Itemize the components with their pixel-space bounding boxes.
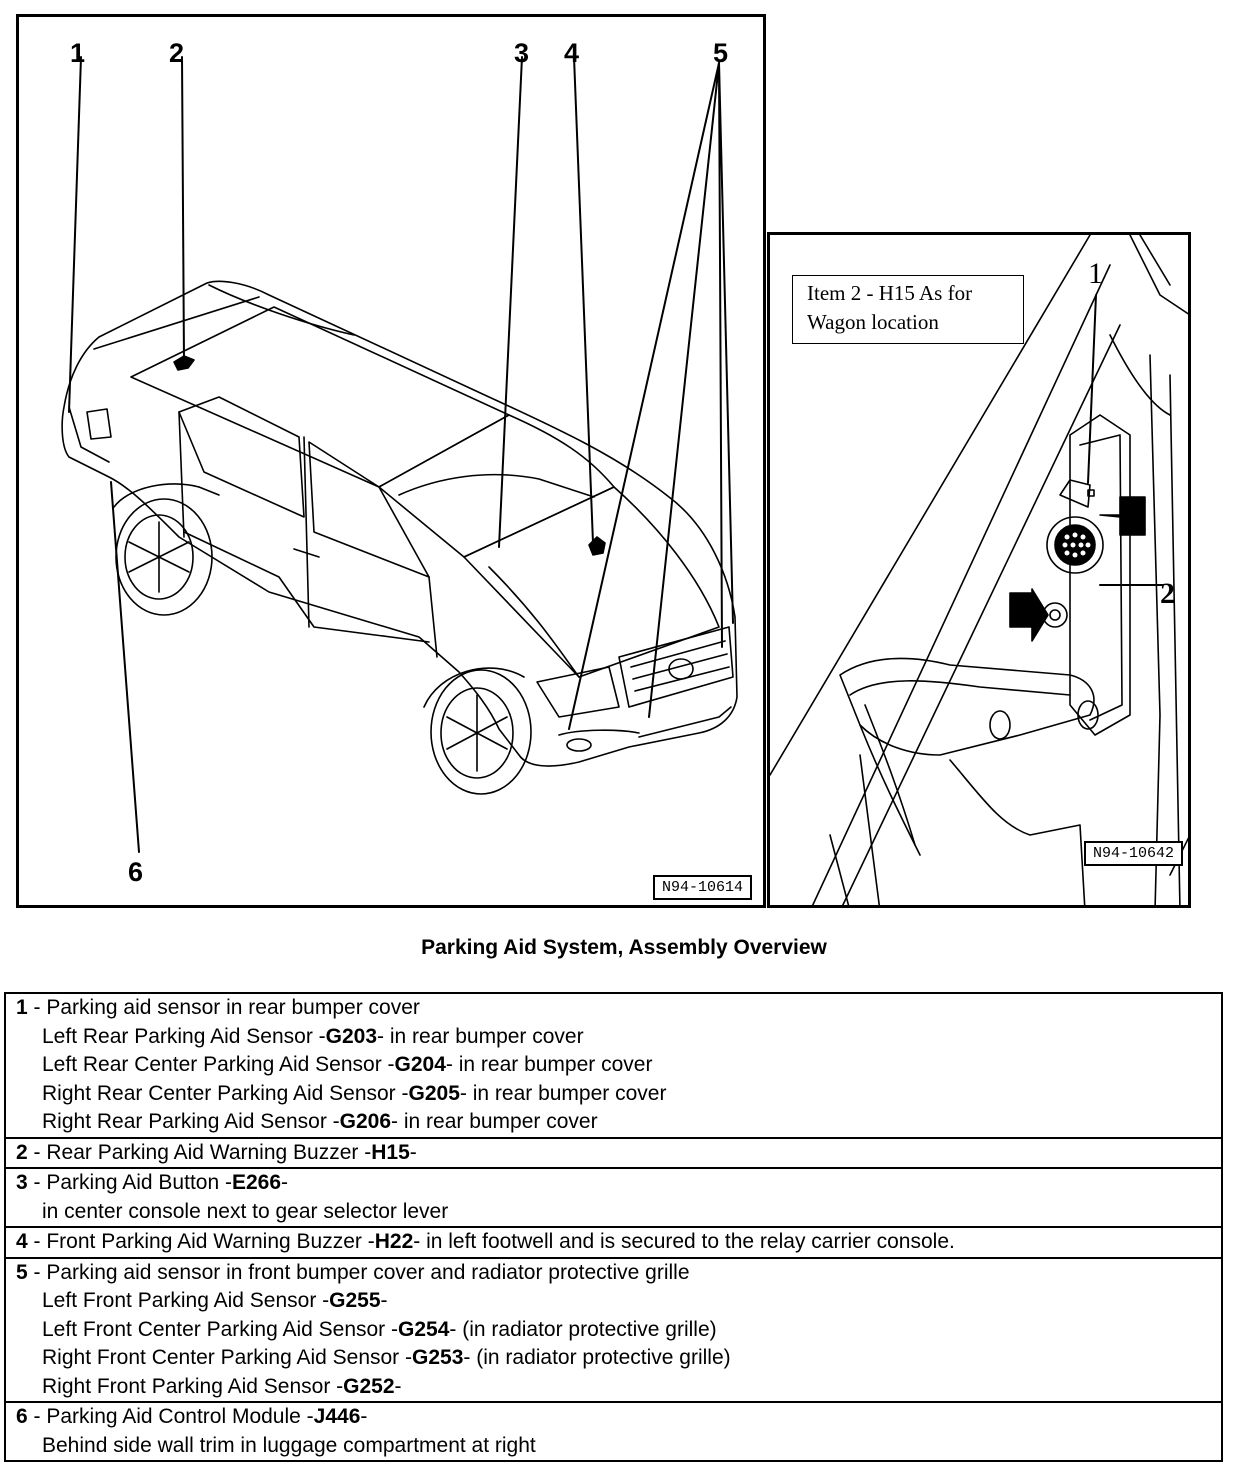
item-number: 5 [16,1260,28,1284]
sub-item: Left Front Center Parking Aid Sensor -G2… [42,1317,717,1341]
sub-item: Right Front Center Parking Aid Sensor -G… [42,1346,731,1369]
figure-reference-number: N94-10614 [653,875,753,900]
item-title: Parking aid sensor in rear bumper cover [46,996,420,1019]
callout-3: 3 [514,38,530,68]
car-drawing [61,56,738,853]
legend-row: 5 - Parking aid sensor in front bumper c… [4,1256,1223,1403]
callout-1: 1 [70,38,86,68]
location-note: Item 2 - H15 As for Wagon location [792,275,1024,344]
detail-reference-number: N94-10642 [1084,841,1184,866]
item-number: 2 [16,1140,28,1164]
sub-item: in center console next to gear selector … [42,1199,449,1223]
main-illustration: 1 2 3 4 5 6 N94-10614 [16,14,766,908]
sub-item: Right Rear Parking Aid Sensor -G206- in … [42,1110,598,1133]
callout-2: 2 [169,38,185,68]
legend-table: 1 - Parking aid sensor in rear bumper co… [4,992,1223,1462]
callout-4: 4 [564,38,580,68]
sub-item: Right Rear Center Parking Aid Sensor -G2… [42,1081,667,1105]
item-number: 6 [16,1405,28,1428]
sub-item: Left Front Parking Aid Sensor -G255- [42,1289,388,1312]
legend-row: 6 - Parking Aid Control Module -J446- Be… [4,1401,1223,1462]
legend-row: 1 - Parking aid sensor in rear bumper co… [4,992,1223,1139]
sub-item: Behind side wall trim in luggage compart… [42,1433,536,1457]
sub-item: Left Rear Parking Aid Sensor -G203- in r… [42,1024,584,1048]
callout-5: 5 [713,38,729,68]
legend-row: 2 - Rear Parking Aid Warning Buzzer -H15… [4,1136,1223,1169]
item-number: 1 [16,996,28,1019]
legend-row: 3 - Parking Aid Button -E266- in center … [4,1167,1223,1228]
sub-item: Right Front Parking Aid Sensor -G252- [42,1374,402,1398]
figure-caption: Parking Aid System, Assembly Overview [421,936,827,959]
item-number: 4 [16,1230,28,1253]
detail-illustration: Item 2 - H15 As for Wagon location 1 2 N… [767,232,1191,908]
detail-callout-2: 2 [1160,577,1175,610]
legend-row: 4 - Front Parking Aid Warning Buzzer -H2… [4,1226,1223,1259]
detail-callout-1: 1 [1088,257,1103,290]
sub-item: Left Rear Center Parking Aid Sensor -G20… [42,1053,653,1076]
item-number: 3 [16,1171,28,1194]
callout-6: 6 [128,857,144,887]
item-title: Parking aid sensor in front bumper cover… [46,1260,690,1284]
luggage-compartment-drawing [770,235,1188,905]
